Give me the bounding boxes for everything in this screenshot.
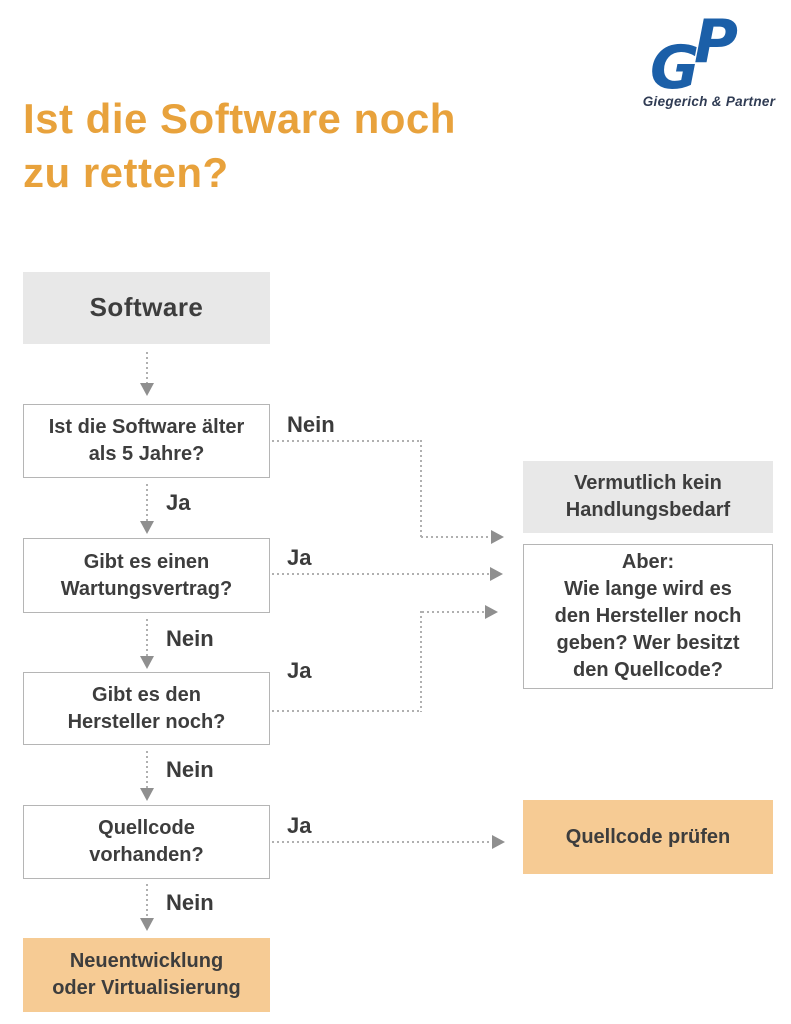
connector-vendor-no-vertical — [146, 751, 148, 788]
logo-letter-p: P — [694, 10, 738, 77]
connector-vendor-yes-h1 — [272, 710, 422, 712]
logo-company-name: Giegerich & Partner — [642, 94, 776, 109]
arrowhead-right-icon — [492, 835, 505, 849]
connector-age-yes-vertical — [146, 484, 148, 521]
edge-label-age-yes: Ja — [166, 490, 191, 515]
node-software: Software — [23, 272, 270, 344]
company-logo: G P Giegerich & Partner — [628, 10, 790, 109]
node-result-check-source-code: Quellcode prüfen — [523, 800, 773, 874]
edge-label-vendor-yes: Ja — [287, 658, 312, 683]
connector-contract-no-vertical — [146, 619, 148, 656]
connector-vendor-yes-vertical — [420, 611, 422, 712]
arrowhead-down-icon — [140, 788, 154, 801]
connector-source-no-vertical — [146, 884, 148, 918]
arrowhead-down-icon — [140, 521, 154, 534]
connector-vendor-yes-h2 — [422, 611, 485, 613]
connector-source-yes-horizontal — [272, 841, 492, 843]
logo-gp-icon: G P — [650, 10, 738, 92]
page-title-line2: zu retten? — [23, 149, 229, 196]
edge-label-source-no: Nein — [166, 890, 214, 915]
edge-label-source-yes: Ja — [287, 813, 312, 838]
arrowhead-down-icon — [140, 918, 154, 931]
edge-label-vendor-no: Nein — [166, 757, 214, 782]
arrowhead-down-icon — [140, 383, 154, 396]
connector-age-no-vertical — [420, 440, 422, 537]
page-title-line1: Ist die Software noch — [23, 95, 456, 142]
connector-age-no-h2 — [421, 536, 491, 538]
arrowhead-right-icon — [490, 567, 503, 581]
arrowhead-right-icon — [485, 605, 498, 619]
edge-label-age-no: Nein — [287, 412, 335, 437]
arrowhead-down-icon — [140, 656, 154, 669]
edge-label-contract-no: Nein — [166, 626, 214, 651]
arrowhead-right-icon — [491, 530, 504, 544]
connector-start-vertical — [146, 352, 148, 383]
connector-contract-yes-horizontal — [272, 573, 490, 575]
connector-age-no-h1 — [272, 440, 421, 442]
logo-letter-g: G — [650, 33, 699, 92]
edge-label-contract-yes: Ja — [287, 545, 312, 570]
page-title: Ist die Software noch zu retten? — [23, 92, 456, 200]
